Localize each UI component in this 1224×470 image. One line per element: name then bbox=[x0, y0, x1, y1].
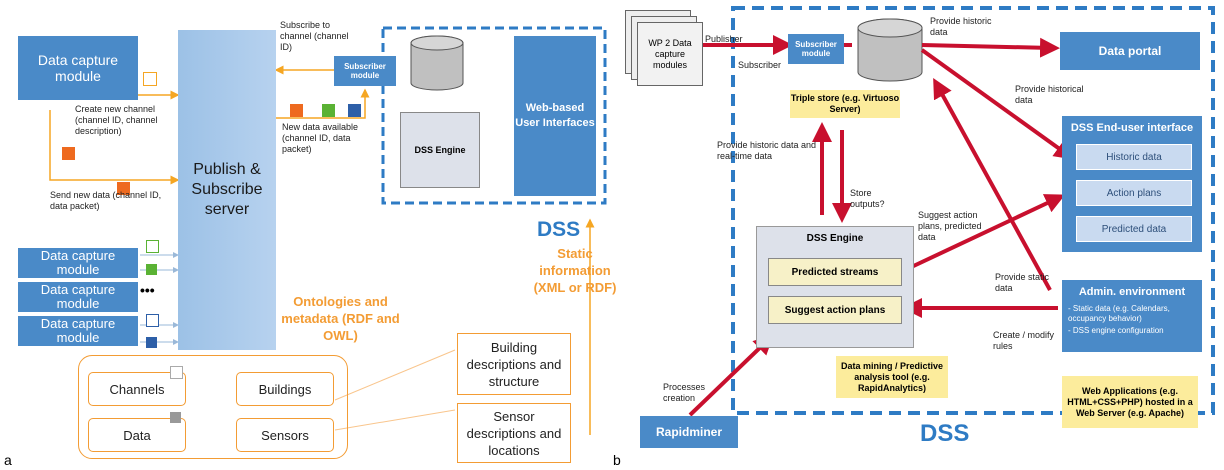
data-mining-label: Data mining / Predictive analysis tool (… bbox=[840, 360, 944, 393]
sensors-box: Sensors bbox=[236, 418, 334, 452]
rapidminer-box: Rapidminer bbox=[640, 416, 738, 448]
dss-engine-b: DSS Engine bbox=[756, 226, 914, 348]
predicted-data-label: Predicted data bbox=[1101, 223, 1167, 235]
wp2-label: WP 2 Data capture modules bbox=[648, 37, 692, 70]
triple-store: Triple store (e.g. Virtuoso Server) bbox=[790, 90, 900, 118]
data-box: Data bbox=[88, 418, 186, 452]
rapidminer-label: Rapidminer bbox=[655, 425, 722, 439]
buildings-label: Buildings bbox=[258, 381, 312, 397]
provide-hist-rt-label: Provide historic data and real-time data bbox=[717, 140, 817, 161]
channels-box: Channels bbox=[88, 372, 186, 406]
cube-icon bbox=[170, 366, 183, 379]
web-apps-label: Web Applications (e.g. HTML+CSS+PHP) hos… bbox=[1067, 385, 1193, 418]
pubsub-label: Publish & Subscribe server bbox=[191, 161, 263, 218]
web-apps-box: Web Applications (e.g. HTML+CSS+PHP) hos… bbox=[1062, 376, 1198, 428]
building-desc-label: Building descriptions and structure bbox=[466, 339, 562, 389]
provide-static-label: Provide static data bbox=[995, 272, 1050, 293]
buildings-box: Buildings bbox=[236, 372, 334, 406]
admin-item-1: - Static data (e.g. Calendars, occupancy… bbox=[1068, 304, 1170, 323]
predicted-streams-label: Predicted streams bbox=[791, 266, 879, 278]
dss-title-a: DSS bbox=[537, 218, 581, 241]
data-mining-tool: Data mining / Predictive analysis tool (… bbox=[836, 356, 948, 398]
new-data-label: New data available (channel ID, data pac… bbox=[282, 122, 359, 154]
triple-store-label: Triple store (e.g. Virtuoso Server) bbox=[790, 93, 900, 114]
data-capture-module-main: Data capture module bbox=[18, 36, 138, 100]
admin-item-2: - DSS engine configuration bbox=[1068, 326, 1164, 335]
subscriber-module-label: Subscriber module bbox=[344, 62, 386, 80]
panel-label-b: b bbox=[613, 452, 621, 468]
subscriber-module-a: Subscriber module bbox=[334, 56, 396, 86]
ellipsis-dots: ••• bbox=[140, 282, 155, 298]
cube-icon bbox=[143, 72, 157, 86]
end-user-title: DSS End-user interface bbox=[1070, 122, 1194, 134]
dss-engine-label: DSS Engine bbox=[414, 145, 466, 155]
data-capture-module-1: Data capture module bbox=[18, 248, 138, 278]
provide-historical-label: Provide historical data bbox=[1015, 84, 1084, 105]
dss-engine-title: DSS Engine bbox=[806, 233, 864, 244]
cube-icon bbox=[146, 337, 157, 348]
dss-title-b: DSS bbox=[920, 420, 970, 447]
data-capture-module-3: Data capture module bbox=[18, 316, 138, 346]
publisher-label: Publisher bbox=[705, 34, 743, 44]
historic-data-item: Historic data bbox=[1076, 144, 1192, 170]
predicted-streams-box: Predicted streams bbox=[768, 258, 902, 286]
cube-icon bbox=[146, 264, 157, 275]
admin-title: Admin. environment bbox=[1078, 286, 1186, 298]
sensors-label: Sensors bbox=[261, 427, 309, 443]
data-label: Data bbox=[123, 427, 151, 443]
data-portal-label: Data portal bbox=[1098, 44, 1162, 58]
publish-subscribe-server: Publish & Subscribe server bbox=[178, 30, 276, 350]
static-info-label: Static information (XML or RDF) bbox=[533, 246, 617, 295]
provide-historic-label: Provide historic data bbox=[930, 16, 992, 37]
web-ui-label: Web-based User Interfaces bbox=[515, 102, 595, 129]
ontologies-label: Ontologies and metadata (RDF and OWL) bbox=[281, 294, 400, 343]
create-modify-label: Create / modify rules bbox=[993, 330, 1055, 351]
dss-engine-a: DSS Engine bbox=[400, 112, 480, 188]
suggest-action-box: Suggest action plans bbox=[768, 296, 902, 324]
cube-icon bbox=[62, 147, 75, 160]
capture-module-label: Data capture module bbox=[40, 282, 116, 311]
subscriber-module-b: Subscriber module bbox=[788, 34, 844, 64]
cube-icon bbox=[348, 104, 361, 117]
data-capture-module-2: Data capture module bbox=[18, 282, 138, 312]
subscriber-module-label: Subscriber module bbox=[795, 40, 837, 58]
capture-module-label: Data capture module bbox=[37, 52, 119, 84]
predicted-data-item: Predicted data bbox=[1076, 216, 1192, 242]
data-portal: Data portal bbox=[1060, 32, 1200, 70]
cube-icon bbox=[322, 104, 335, 117]
sensor-desc-box: Sensor descriptions and locations bbox=[457, 403, 571, 463]
capture-module-label: Data capture module bbox=[40, 248, 116, 277]
cube-icon bbox=[117, 182, 130, 195]
suggest-action-label: Suggest action plans bbox=[784, 304, 886, 316]
building-desc-box: Building descriptions and structure bbox=[457, 333, 571, 395]
action-plans-label: Action plans bbox=[1106, 187, 1162, 199]
send-data-label: Send new data (channel ID, data packet) bbox=[50, 190, 162, 211]
web-ui-a: Web-based User Interfaces bbox=[514, 36, 596, 196]
create-channel-label: Create new channel (channel ID, channel … bbox=[75, 104, 158, 136]
wp2-modules: WP 2 Data capture modules bbox=[637, 22, 703, 86]
cube-icon bbox=[146, 314, 159, 327]
admin-environment: Admin. environment - Static data (e.g. C… bbox=[1062, 280, 1202, 352]
panel-label-a: a bbox=[4, 452, 12, 468]
action-plans-item: Action plans bbox=[1076, 180, 1192, 206]
store-outputs-label: Store outputs? bbox=[850, 188, 885, 209]
capture-module-label: Data capture module bbox=[40, 316, 116, 345]
ontology-container bbox=[78, 355, 348, 459]
suggest-plans-label: Suggest action plans, predicted data bbox=[918, 210, 982, 242]
cube-icon bbox=[146, 240, 159, 253]
processes-label: Processes creation bbox=[663, 382, 706, 403]
subscribe-channel-label: Subscribe to channel (channel ID) bbox=[280, 20, 349, 52]
historic-data-label: Historic data bbox=[1106, 151, 1162, 163]
cube-icon bbox=[290, 104, 303, 117]
channels-label: Channels bbox=[109, 381, 165, 397]
subscriber-label: Subscriber bbox=[738, 60, 782, 70]
cube-icon bbox=[170, 412, 181, 423]
sensor-desc-label: Sensor descriptions and locations bbox=[466, 408, 562, 458]
